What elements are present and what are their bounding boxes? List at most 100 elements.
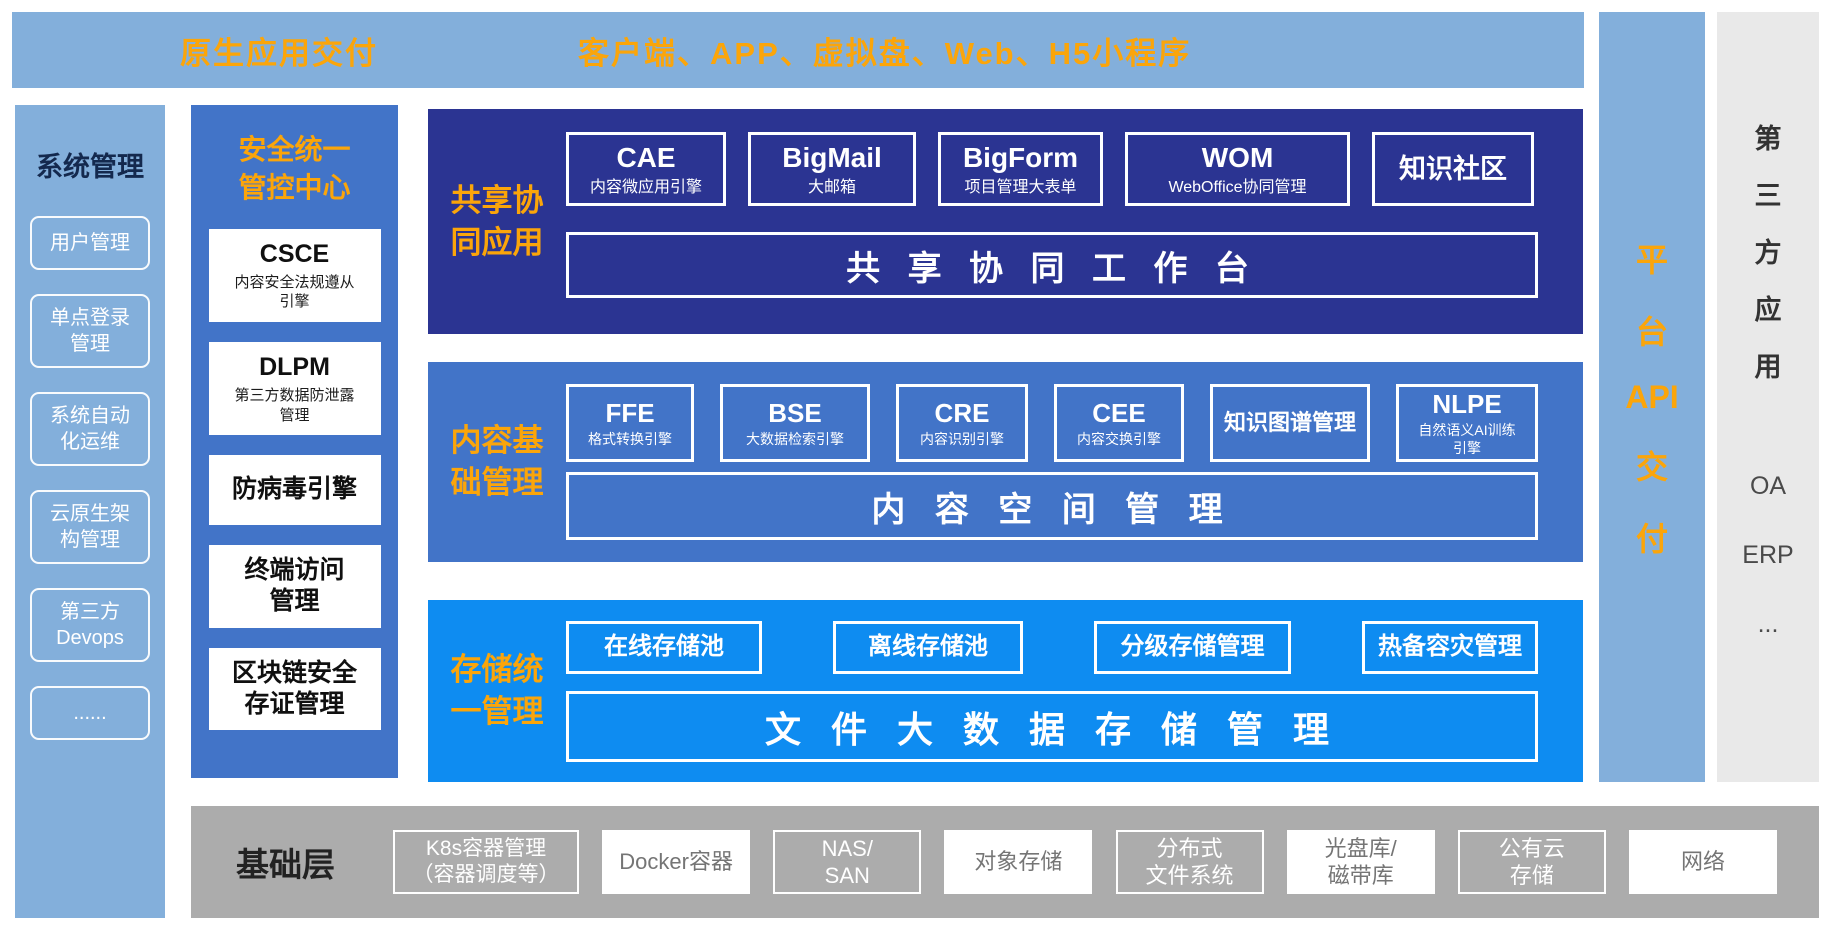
- third-party-char: 第: [1754, 124, 1782, 154]
- module-box-ffe: FFE 格式转换引擎: [566, 384, 694, 462]
- security-module-title: 终端访问 管理: [244, 556, 345, 616]
- module-box-knowledge-community: 知识社区: [1372, 132, 1534, 206]
- base-item-network: 网络: [1628, 830, 1777, 894]
- security-control-center-panel: 安全统一 管控中心 CSCE 内容安全法规遵从 引擎 DLPM 第三方数据防泄露…: [191, 105, 398, 778]
- security-module-blockchain-evidence: 区块链安全 存证管理: [208, 647, 381, 731]
- content-base-content: FFE 格式转换引擎 BSE 大数据检索引擎 CRE 内容识别引擎 CEE 内容…: [566, 362, 1583, 562]
- module-subtitle: WebOffice协同管理: [1168, 178, 1307, 196]
- third-party-app-oa: OA: [1749, 472, 1787, 500]
- security-module-title: 防病毒引擎: [231, 475, 357, 504]
- base-item-nas-san: NAS/ SAN: [773, 830, 922, 894]
- module-box-hot-standby-dr: 热备容灾管理: [1362, 621, 1538, 674]
- base-item-docker: Docker容器: [602, 830, 751, 894]
- security-module-endpoint-access: 终端访问 管理: [208, 545, 381, 628]
- security-module-title: 区块链安全 存证管理: [231, 658, 357, 718]
- storage-content: 在线存储池 离线存储池 分级存储管理 热备容灾管理 文 件 大 数 据 存 储 …: [566, 600, 1583, 782]
- module-box-bigform: BigForm 项目管理大表单: [938, 132, 1103, 206]
- collab-apps-box-row: CAE 内容微应用引擎 BigMail 大邮箱 BigForm 项目管理大表单 …: [566, 132, 1538, 206]
- module-title: BigMail: [782, 142, 882, 174]
- collab-workbench-banner: 共 享 协 同 工 作 台: [566, 232, 1538, 298]
- system-management-panel: 系统管理 用户管理 单点登录 管理 系统自动 化运维 云原生架 构管理 第三方 …: [15, 105, 165, 918]
- storage-section: 存储统 一管理 在线存储池 离线存储池 分级存储管理 热备容灾管理 文 件 大 …: [428, 600, 1583, 782]
- file-bigdata-storage-banner: 文 件 大 数 据 存 储 管 理: [566, 691, 1538, 762]
- base-item-k8s-container: K8s容器管理 （容器调度等）: [393, 830, 579, 894]
- third-party-char: 方: [1754, 238, 1782, 268]
- module-box-cre: CRE 内容识别引擎: [896, 384, 1028, 462]
- base-layer-items: K8s容器管理 （容器调度等） Docker容器 NAS/ SAN 对象存储 分…: [393, 830, 1777, 894]
- module-title: NLPE: [1432, 388, 1502, 419]
- module-subtitle: 大邮箱: [807, 178, 856, 196]
- third-party-apps-panel: 第 三 方 应 用 OA ERP ...: [1717, 12, 1819, 782]
- system-management-title: 系统管理: [36, 152, 144, 182]
- module-subtitle: 项目管理大表单: [964, 178, 1077, 196]
- module-box-bse: BSE 大数据检索引擎: [720, 384, 870, 462]
- module-title: CEE: [1092, 397, 1146, 428]
- security-module-subtitle: 内容安全法规遵从 引擎: [234, 273, 355, 311]
- module-box-tiered-storage: 分级存储管理: [1094, 621, 1291, 674]
- module-subtitle: 格式转换引擎: [588, 430, 672, 447]
- platform-api-panel: 平 台 API 交 付: [1599, 12, 1705, 782]
- collab-apps-label: 共享协 同应用: [450, 182, 544, 260]
- module-title: BSE: [768, 397, 822, 428]
- module-title: CRE: [934, 397, 990, 428]
- sidebar-item-more: ......: [30, 686, 150, 740]
- third-party-apps-title: 第 三 方 应 用: [1755, 117, 1782, 384]
- base-layer-bar: 基础层 K8s容器管理 （容器调度等） Docker容器 NAS/ SAN 对象…: [191, 806, 1819, 918]
- module-title: 知识图谱管理: [1223, 409, 1356, 435]
- module-subtitle: 内容微应用引擎: [589, 178, 702, 196]
- module-subtitle: 内容识别引擎: [920, 430, 1004, 447]
- sidebar-item-auto-ops: 系统自动 化运维: [30, 392, 150, 466]
- native-app-delivery-banner: 原生应用交付 客户端、APP、虚拟盘、Web、H5小程序: [12, 12, 1584, 88]
- security-module-dlpm: DLPM 第三方数据防泄露 管理: [208, 341, 381, 436]
- platform-api-char: 付: [1635, 520, 1668, 557]
- module-box-bigmail: BigMail 大邮箱: [748, 132, 916, 206]
- base-item-distributed-fs: 分布式 文件系统: [1115, 830, 1264, 894]
- security-module-csce: CSCE 内容安全法规遵从 引擎: [208, 228, 381, 322]
- security-control-center-items: CSCE 内容安全法规遵从 引擎 DLPM 第三方数据防泄露 管理 防病毒引擎 …: [191, 228, 398, 731]
- security-module-antivirus: 防病毒引擎: [208, 455, 381, 526]
- module-title: 知识社区: [1399, 153, 1507, 184]
- content-base-section: 内容基 础管理 FFE 格式转换引擎 BSE 大数据检索引擎 CRE 内容识别引…: [428, 362, 1583, 562]
- third-party-apps-list: OA ERP ...: [1742, 472, 1793, 639]
- module-box-offline-storage-pool: 离线存储池: [833, 621, 1023, 674]
- module-subtitle: 自然语义AI训练 引擎: [1418, 422, 1516, 456]
- third-party-char: 应: [1754, 295, 1782, 325]
- sidebar-item-user-management: 用户管理: [30, 216, 150, 270]
- platform-api-char: 交: [1635, 448, 1668, 485]
- module-subtitle: 内容交换引擎: [1077, 430, 1161, 447]
- collab-apps-content: CAE 内容微应用引擎 BigMail 大邮箱 BigForm 项目管理大表单 …: [566, 109, 1583, 334]
- content-base-label: 内容基 础管理: [450, 423, 544, 500]
- collab-apps-section: 共享协 同应用 CAE 内容微应用引擎 BigMail 大邮箱 BigForm …: [428, 109, 1583, 334]
- base-item-public-cloud-storage: 公有云 存储: [1457, 830, 1606, 894]
- module-box-wom: WOM WebOffice协同管理: [1125, 132, 1350, 206]
- module-box-cae: CAE 内容微应用引擎: [566, 132, 726, 206]
- module-box-cee: CEE 内容交换引擎: [1054, 384, 1184, 462]
- sidebar-item-cloud-native-arch: 云原生架 构管理: [30, 490, 150, 564]
- module-box-nlpe: NLPE 自然语义AI训练 引擎: [1396, 384, 1538, 462]
- security-module-title: CSCE: [259, 239, 330, 268]
- native-app-delivery-label: 原生应用交付: [180, 35, 378, 71]
- base-item-optical-tape-library: 光盘库/ 磁带库: [1286, 830, 1435, 894]
- module-title: FFE: [605, 397, 655, 428]
- third-party-app-erp: ERP: [1742, 541, 1794, 569]
- sidebar-item-sso-management: 单点登录 管理: [30, 294, 150, 368]
- third-party-char: 三: [1754, 181, 1782, 211]
- module-title: WOM: [1201, 142, 1274, 174]
- client-channels-label: 客户端、APP、虚拟盘、Web、H5小程序: [578, 35, 1192, 71]
- platform-api-char: 平: [1635, 241, 1668, 278]
- content-space-banner: 内 容 空 间 管 理: [566, 472, 1538, 540]
- base-layer-title: 基础层: [236, 846, 335, 883]
- storage-label: 存储统 一管理: [450, 652, 544, 729]
- storage-box-row: 在线存储池 离线存储池 分级存储管理 热备容灾管理: [566, 621, 1538, 674]
- module-title: BigForm: [962, 142, 1079, 174]
- platform-api-char: API: [1625, 378, 1679, 415]
- platform-api-char: 台: [1635, 313, 1668, 350]
- base-item-object-storage: 对象存储: [944, 830, 1093, 894]
- system-management-items: 用户管理 单点登录 管理 系统自动 化运维 云原生架 构管理 第三方 Devop…: [15, 216, 165, 740]
- third-party-app-more: ...: [1757, 610, 1779, 638]
- security-module-title: DLPM: [259, 352, 330, 381]
- module-box-online-storage-pool: 在线存储池: [566, 621, 762, 674]
- security-module-subtitle: 第三方数据防泄露 管理: [234, 387, 355, 424]
- module-title: CAE: [616, 142, 676, 174]
